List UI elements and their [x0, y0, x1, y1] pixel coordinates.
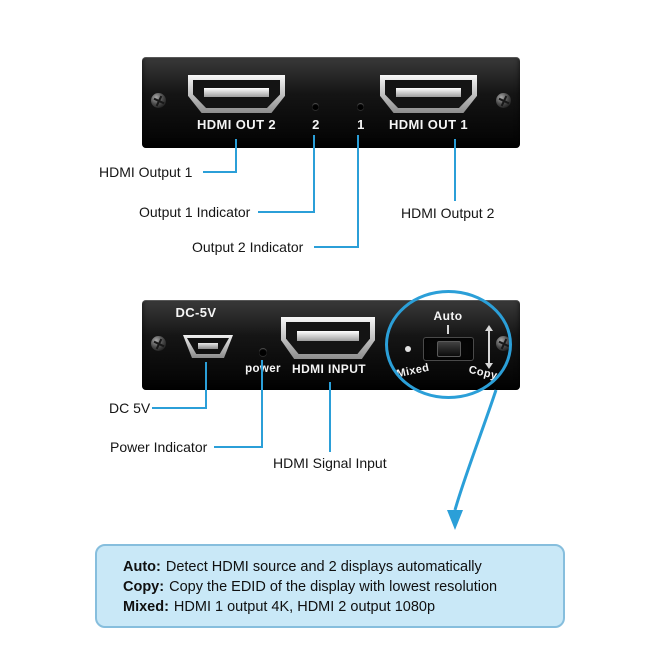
- indicator-2-label: 2: [312, 117, 320, 132]
- switch-highlight-circle: [385, 290, 512, 399]
- hdmi-input-label: HDMI INPUT: [292, 362, 366, 376]
- hdmi-out-2-label: HDMI OUT 2: [196, 117, 277, 132]
- hdmi-out-1-port: [380, 75, 477, 113]
- callout-line: [235, 139, 237, 173]
- hdmi-input-port: [281, 317, 375, 359]
- info-term-auto: Auto:: [123, 559, 161, 575]
- callout-line: [313, 135, 315, 213]
- callout-line: [214, 446, 263, 448]
- callout-output-2-indicator: Output 2 Indicator: [192, 239, 304, 255]
- callout-line: [357, 135, 359, 248]
- hdmi-out-1-label: HDMI OUT 1: [388, 117, 469, 132]
- info-line-copy: Copy:Copy the EDID of the display with l…: [123, 577, 551, 597]
- callout-hdmi-output-2: HDMI Output 2: [401, 205, 495, 221]
- hdmi-out-2-port: [188, 75, 285, 113]
- hdmi-port-tongue: [204, 87, 269, 98]
- screw-icon: [496, 93, 511, 108]
- callout-line: [261, 360, 263, 448]
- callout-line: [329, 382, 331, 452]
- callout-line: [152, 407, 207, 409]
- info-term-copy: Copy:: [123, 579, 165, 595]
- hdmi-port-tongue: [296, 331, 360, 342]
- callout-power-indicator: Power Indicator: [110, 439, 208, 455]
- info-line-auto: Auto:Detect HDMI source and 2 displays a…: [123, 557, 551, 577]
- device-rear-panel: HDMI OUT 2 HDMI OUT 1 2 1: [142, 57, 520, 148]
- info-line-mixed: Mixed:HDMI 1 output 4K, HDMI 2 output 10…: [123, 597, 551, 617]
- callout-line: [258, 211, 314, 213]
- callout-output-1-indicator: Output 1 Indicator: [139, 204, 251, 220]
- indicator-1-label: 1: [357, 117, 365, 132]
- micro-usb-tongue: [198, 343, 218, 349]
- dc-5v-port-label: DC-5V: [175, 305, 217, 320]
- hdmi-port-tongue: [396, 87, 461, 98]
- callout-line: [314, 246, 358, 248]
- callout-dc-5v: DC 5V: [109, 400, 151, 416]
- micro-usb-port: [183, 335, 233, 358]
- edid-info-box: Auto:Detect HDMI source and 2 displays a…: [95, 544, 565, 628]
- info-desc-mixed: HDMI 1 output 4K, HDMI 2 output 1080p: [173, 599, 436, 615]
- callout-line: [203, 171, 237, 173]
- power-label: power: [245, 363, 281, 375]
- info-desc-copy: Copy the EDID of the display with lowest…: [169, 579, 498, 595]
- output-2-led-icon: [357, 103, 364, 110]
- info-desc-auto: Detect HDMI source and 2 displays automa…: [165, 559, 482, 575]
- info-term-mixed: Mixed:: [123, 599, 169, 615]
- callout-hdmi-output-1: HDMI Output 1: [99, 164, 193, 180]
- callout-line: [205, 362, 207, 408]
- callout-line: [454, 139, 456, 201]
- screw-icon: [151, 336, 166, 351]
- callout-hdmi-signal-input: HDMI Signal Input: [273, 455, 387, 471]
- screw-icon: [151, 93, 166, 108]
- power-led-icon: [259, 348, 267, 356]
- output-1-led-icon: [312, 103, 319, 110]
